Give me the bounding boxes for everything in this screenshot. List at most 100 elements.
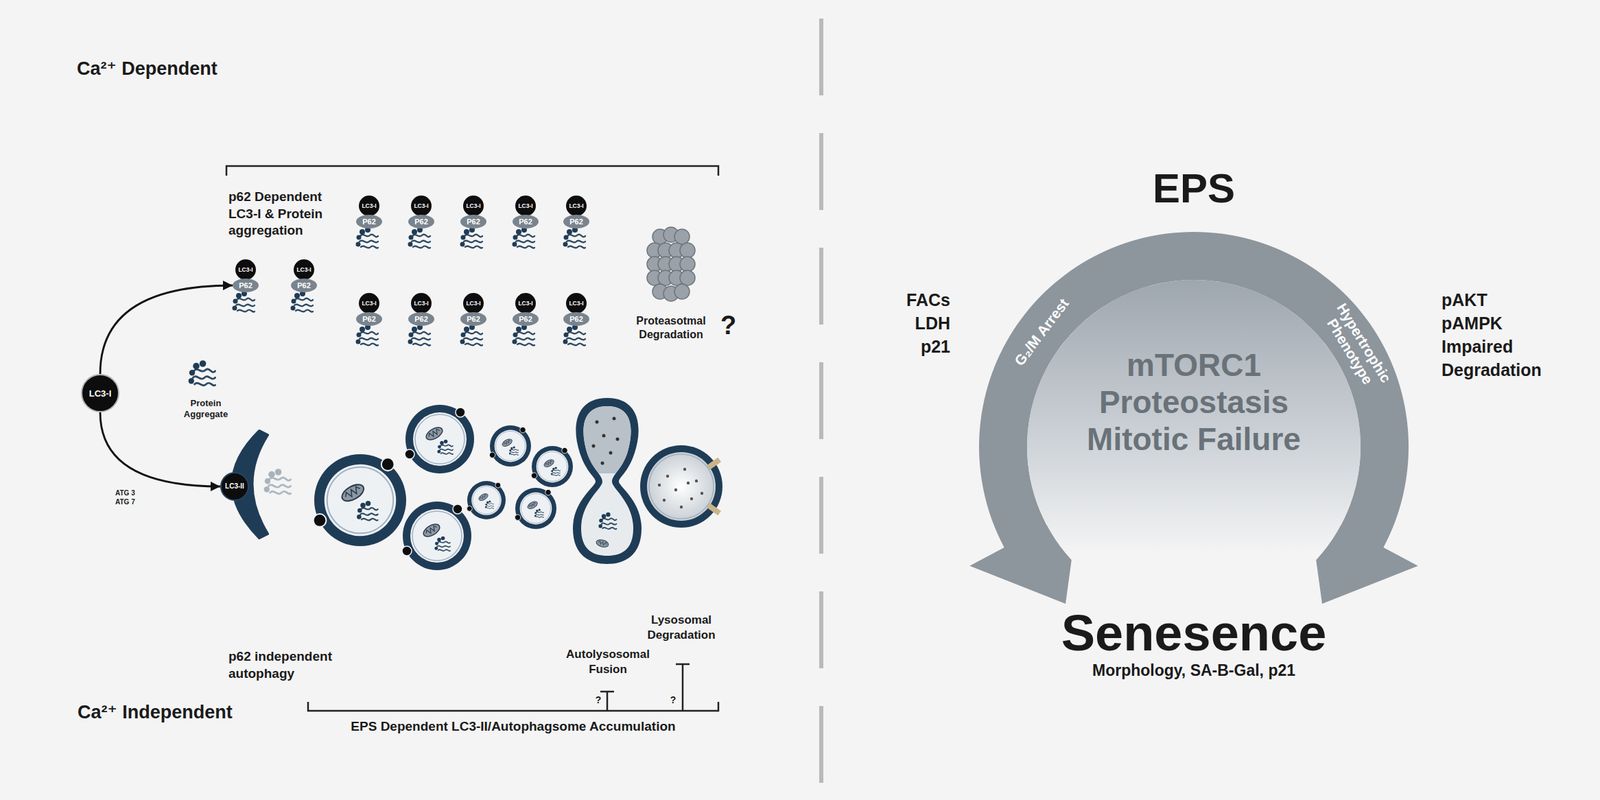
ubiquitinated-aggregates (512, 324, 536, 346)
question-mark: ? (595, 694, 602, 707)
node-text: LC3-I (568, 203, 584, 210)
autolysosome-fusion (595, 538, 610, 549)
lysosome (686, 481, 690, 485)
bottom-bracket (308, 701, 719, 711)
lc3-source: LC3-I (80, 373, 120, 413)
autolysosome-fusion (572, 397, 642, 564)
node-text: P62 (362, 218, 376, 226)
node-text: LC3-I (89, 389, 112, 398)
lc3-marker: LC3-I (293, 259, 315, 280)
flow-arrow (100, 412, 221, 492)
p62-adaptor: P62 (563, 312, 590, 326)
pathway-label: p62 Dependent LC3-I & Protein aggregatio… (228, 188, 346, 240)
proteasome (679, 256, 696, 272)
p62-adaptor: P62 (290, 278, 317, 293)
p62-adaptor: P62 (232, 278, 259, 293)
ubiquitinated-aggregates (290, 290, 314, 313)
ubiquitinated-aggregates (563, 227, 586, 249)
lysosome (706, 502, 722, 516)
assay-list: FACs LDH p21 (888, 288, 951, 359)
ubiquitinated-aggregates (460, 227, 484, 249)
lysosome (674, 488, 678, 492)
p62-adaptor: P62 (356, 214, 383, 229)
flow-arrow (100, 280, 233, 374)
node-text: LC3-I (518, 300, 533, 307)
lc3-marker: LC3-I (410, 195, 432, 217)
node-text: P62 (518, 218, 533, 226)
cycle-heading: EPS (1152, 164, 1235, 213)
bracket-caption: EPS Dependent LC3-II/Autophagsome Accumu… (350, 719, 676, 735)
autolysosome-fusion (572, 397, 642, 564)
step-label: Lysosomal Degradation (636, 612, 726, 643)
node-text: P62 (238, 281, 253, 290)
step-label: Autolysosomal Fusion (563, 646, 653, 678)
autophagosomes (466, 480, 506, 520)
p62-adaptor: P62 (408, 312, 435, 326)
arrow-line (100, 285, 233, 374)
ubiquitinated-aggregates (232, 290, 256, 313)
proteasome (679, 270, 696, 286)
ubiquitinated-aggregates (460, 324, 484, 346)
lysosome (640, 445, 723, 528)
lc3-marker: LC3-I (515, 292, 536, 314)
lysosome (640, 445, 723, 528)
node-text: LC3-I (296, 266, 311, 274)
p62-adaptor: P62 (460, 214, 487, 229)
lysosome (679, 505, 683, 509)
autolysosome-fusion (612, 417, 617, 421)
inhibition-bar (600, 690, 615, 693)
autophagosomes (402, 501, 472, 571)
protein-aggregate (188, 360, 216, 386)
lysosome (666, 474, 669, 478)
lc3-marker: LC3-I (463, 195, 484, 217)
node-text: P62 (569, 315, 584, 324)
question-mark: ? (670, 694, 677, 707)
node-text: LC3-I (361, 300, 376, 307)
autophagosomes (404, 404, 475, 474)
inhibition-bar (675, 663, 690, 666)
lc3-ii-marker: LC3-II (220, 472, 250, 501)
node-text: P62 (466, 315, 481, 324)
arrow-head (210, 481, 221, 492)
p62-adaptor: P62 (356, 312, 383, 326)
node-text: LC3-I (465, 203, 481, 210)
autophagosomes (489, 425, 532, 467)
node-text: P62 (569, 218, 584, 226)
question-mark: ? (720, 310, 737, 342)
lysosome (646, 452, 716, 521)
node-text: LC3-II (225, 483, 245, 490)
autolysosome-fusion (601, 461, 605, 466)
outcome-markers: Morphology, SA-B-Gal, p21 (1092, 661, 1296, 681)
autophagosomes (514, 487, 557, 529)
panel-divider (819, 18, 824, 800)
lc3-marker: LC3-I (566, 195, 587, 217)
lysosome (649, 454, 714, 519)
autophagosomes (313, 404, 573, 571)
ubiquitinated-aggregates (356, 227, 379, 249)
ubiquitinated-aggregates (408, 227, 431, 249)
lc3-marker: LC3-I (515, 195, 536, 217)
node-text: P62 (414, 315, 429, 324)
ubiquitinated-aggregates (512, 227, 536, 249)
assay-list: pAKT pAMPK Impaired Degradation (1441, 288, 1548, 382)
lc3-marker: LC3-I (358, 195, 380, 217)
lysosome (662, 498, 666, 502)
proteasome (646, 227, 696, 302)
p62-adaptor: P62 (512, 214, 539, 229)
autophagosomes (531, 445, 573, 488)
p62-adaptor: P62 (408, 214, 435, 229)
proteasome (679, 242, 696, 258)
top-bracket (226, 166, 719, 176)
node-text: P62 (362, 315, 376, 324)
core-text: mTORC1 Proteostasis Mitotic Failure (1070, 346, 1318, 458)
node-text: LC3-I (568, 300, 584, 307)
lc3-marker: LC3-I (235, 259, 256, 280)
node-text: LC3-I (518, 203, 533, 210)
lysosome (695, 479, 698, 483)
autolysosome-fusion (595, 420, 599, 425)
autolysosome-fusion (581, 406, 634, 556)
node-text: LC3-I (238, 266, 253, 274)
autolysosome-fusion (583, 406, 631, 474)
p62-adaptor: P62 (563, 214, 590, 229)
lysosome (700, 491, 704, 495)
